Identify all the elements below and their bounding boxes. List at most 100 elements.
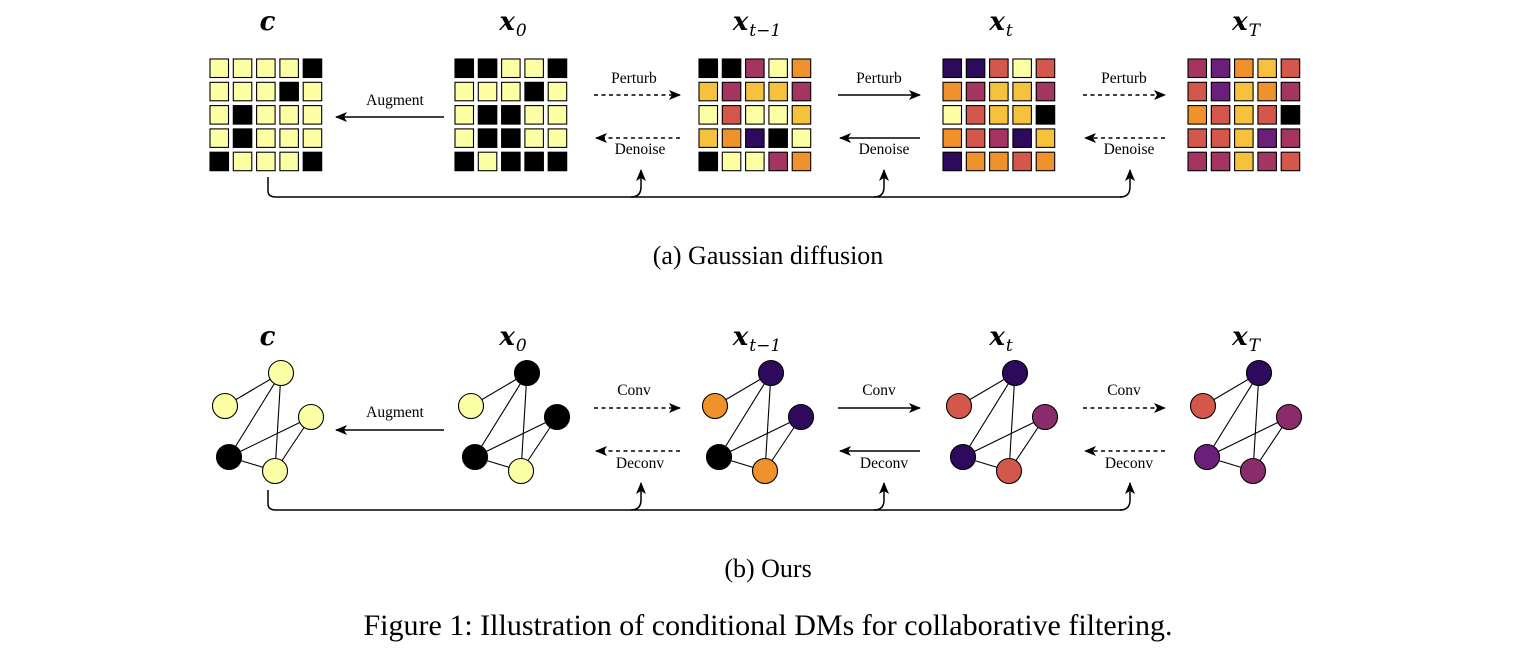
panel-b-stage-label-xT: xT (1232, 322, 1260, 357)
panel-a-condition-bus (267, 177, 1122, 198)
panel-a-grid-0-cell (256, 151, 276, 172)
panel-a-grid-2-cell (745, 58, 765, 79)
panel-a-grid-3-cell (942, 151, 963, 172)
panel-b-graph-3-node (949, 443, 977, 471)
panel-a-grid-2-cell (721, 128, 742, 148)
panel-b-graph-3 (945, 359, 1059, 485)
panel-a-stage-label-x0: x0 (499, 7, 527, 42)
panel-a-grid-0-cell (232, 128, 253, 148)
panel-a-grid-3-cell (965, 58, 986, 79)
panel-a-grid-2-cell (698, 105, 719, 125)
panel-b-graph-4-edge (1206, 372, 1260, 458)
panel-a-grid-0-cell (209, 81, 230, 102)
panel-b-forward-label-3: Conv (1106, 382, 1142, 399)
panel-a-condition-branch-1 (630, 169, 646, 198)
panel-a-grid-3-cell (1035, 58, 1056, 79)
panel-b-graph-0-edge (228, 372, 282, 458)
panel-a-grid-3-cell (1035, 151, 1056, 172)
panel-a-grid-1-cell (547, 81, 568, 102)
panel-a-grid-1-cell (501, 151, 521, 172)
panel-a-grid-0-cell (279, 128, 299, 148)
panel-b-forward-label-2: Conv (861, 382, 897, 399)
panel-b-graph-0-node (297, 403, 325, 431)
panel-a-grid-2-cell (791, 81, 812, 102)
figure-caption: Figure 1: Illustration of conditional DM… (363, 609, 1173, 642)
panel-a-grid-1-cell (547, 151, 568, 172)
panel-b-graph-1-node (543, 403, 571, 431)
panel-b-graph-1-edge (474, 416, 558, 458)
panel-a-grid-2 (698, 58, 812, 172)
panel-b-reverse-label-1: Deconv (614, 455, 666, 472)
panel-a-grid-3-cell (1012, 81, 1032, 102)
panel-b-graph-4-edge (1252, 372, 1260, 472)
panel-a-grid-2-cell (698, 151, 719, 172)
panel-a-condition-branch-3 (1119, 169, 1135, 198)
panel-a-grid-1-cell (524, 81, 544, 102)
panel-a-grid-2-cell (768, 81, 788, 102)
panel-a-caption: (a) Gaussian diffusion (652, 241, 884, 270)
panel-a-grid-1-cell (477, 81, 498, 102)
panel-b-graph-4-node (1275, 403, 1303, 431)
panel-a-grid-2-cell (721, 105, 742, 125)
panel-a-grid-4-cell (1210, 58, 1231, 79)
panel-b-graph-1 (457, 359, 571, 485)
panel-b-stage-label-xt-1: xt−1 (732, 322, 782, 357)
panel-a-grid-4-cell (1257, 128, 1277, 148)
panel-b-graph-0-node (211, 392, 239, 420)
panel-a-grid-2-cell (791, 105, 812, 125)
panel-a-grid-1-cell (454, 58, 475, 79)
panel-b-graph-3-node (1031, 403, 1059, 431)
panel-a-grid-2-cell (698, 128, 719, 148)
panel-a-grid-4-cell (1280, 105, 1301, 125)
panel-a-grid-4-cell (1257, 151, 1277, 172)
panel-b-reverse-label-2: Deconv (858, 455, 910, 472)
panel-a-grid-1-cell (547, 128, 568, 148)
panel-a-grid-1-cell (454, 81, 475, 102)
panel-a-grid-4-cell (1187, 81, 1208, 102)
panel-a-forward-label-3: Perturb (1100, 70, 1148, 87)
panel-a-reverse-label-1: Denoise (613, 141, 667, 158)
panel-a-augment-label: Augment (365, 92, 425, 109)
panel-b-condition-branch-1 (630, 482, 646, 511)
panel-a-grid-3-cell (1012, 128, 1032, 148)
panel-a-grid-0-cell (256, 81, 276, 102)
panel-a-grid-1-cell (477, 151, 498, 172)
panel-a-grid-2-cell (768, 128, 788, 148)
panel-a-grid-3-cell (1012, 105, 1032, 125)
panel-b-graphics (211, 359, 1303, 511)
panel-a-grid-2-cell (768, 105, 788, 125)
panel-a-grid-3-cell (965, 105, 986, 125)
panel-a-grid-0-cell (302, 58, 323, 79)
panel-a-forward-label-1: Perturb (610, 70, 658, 87)
panel-b-graph-3-edge (962, 416, 1046, 458)
panel-a-grid-2-cell (721, 58, 742, 79)
panel-b-graph-0-edge (274, 372, 282, 472)
panel-a-grid-0-cell (209, 128, 230, 148)
panel-a-grid-2-cell (745, 128, 765, 148)
panel-b-graph-1-edge (474, 372, 528, 458)
panel-a-grid-1-cell (477, 58, 498, 79)
panel-a-grid-2-cell (721, 81, 742, 102)
panel-a-grid-0-cell (279, 151, 299, 172)
panel-a-grid-1-cell (524, 128, 544, 148)
panel-a-grid-2-cell (791, 58, 812, 79)
panel-a-graphics (209, 58, 1301, 198)
panel-a-grid-1-cell (501, 81, 521, 102)
panel-a-grid-4-cell (1280, 81, 1301, 102)
panel-b-graph-4-edge (1206, 416, 1290, 458)
panel-a-stage-label-c: c (259, 7, 276, 37)
panel-b-graph-2 (701, 359, 815, 485)
panel-a-grid-2-cell (791, 151, 812, 172)
panel-b-forward-label-1: Conv (616, 382, 652, 399)
panel-a-grid-3-cell (989, 81, 1009, 102)
panel-b-condition-bus (267, 490, 1122, 511)
panel-a-grid-1-cell (477, 128, 498, 148)
panel-a-grid-4-cell (1234, 81, 1254, 102)
panel-b-condition-branch-3 (1119, 482, 1135, 511)
panel-a-grid-4-cell (1257, 81, 1277, 102)
panel-a-grid-1-cell (501, 58, 521, 79)
panel-a-grid-3-cell (989, 58, 1009, 79)
panel-a-grid-0-cell (302, 81, 323, 102)
panel-b-graph-4-node (1189, 392, 1217, 420)
panel-a-grid-0-cell (302, 128, 323, 148)
